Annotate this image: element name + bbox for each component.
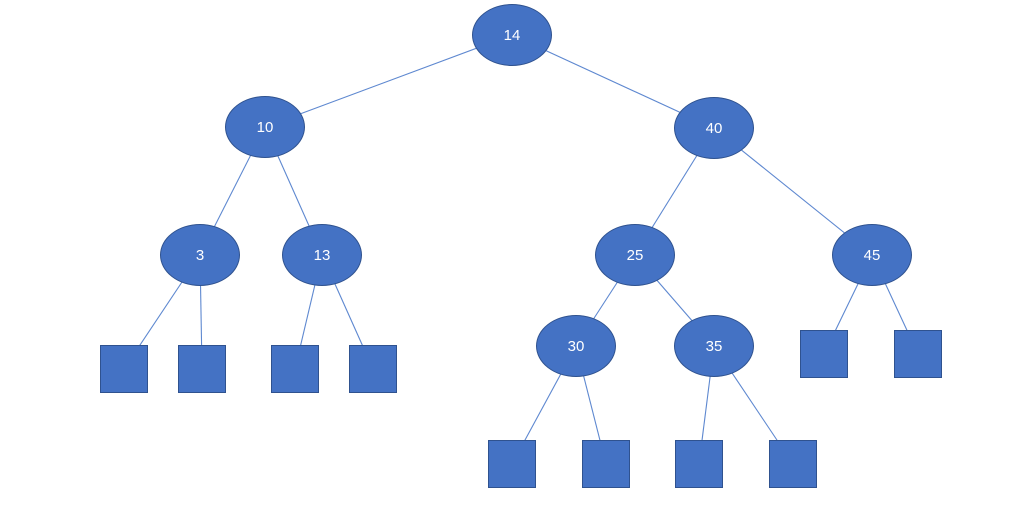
tree-node-label: 25 — [626, 246, 644, 264]
tree-node-label: 10 — [256, 118, 274, 136]
leaf-square-3 — [271, 345, 319, 393]
tree-node-10: 10 — [225, 96, 305, 158]
tree-node-label: 45 — [863, 246, 881, 264]
tree-node-label: 3 — [195, 246, 205, 264]
tree-node-label: 30 — [567, 337, 585, 355]
tree-node-30: 30 — [536, 315, 616, 377]
tree-node-45: 45 — [832, 224, 912, 286]
leaf-square-4 — [349, 345, 397, 393]
leaf-square-9 — [675, 440, 723, 488]
leaf-square-7 — [488, 440, 536, 488]
tree-node-label: 35 — [705, 337, 723, 355]
tree-node-3: 3 — [160, 224, 240, 286]
leaf-square-8 — [582, 440, 630, 488]
tree-node-35: 35 — [674, 315, 754, 377]
tree-node-label: 14 — [503, 26, 521, 44]
leaf-square-1 — [100, 345, 148, 393]
tree-node-label: 40 — [705, 119, 723, 137]
tree-node-14: 14 — [472, 4, 552, 66]
leaf-square-6 — [894, 330, 942, 378]
tree-node-label: 13 — [313, 246, 331, 264]
leaf-square-5 — [800, 330, 848, 378]
tree-node-25: 25 — [595, 224, 675, 286]
leaf-square-2 — [178, 345, 226, 393]
tree-node-13: 13 — [282, 224, 362, 286]
leaf-square-10 — [769, 440, 817, 488]
tree-node-40: 40 — [674, 97, 754, 159]
tree-edge — [264, 34, 513, 128]
